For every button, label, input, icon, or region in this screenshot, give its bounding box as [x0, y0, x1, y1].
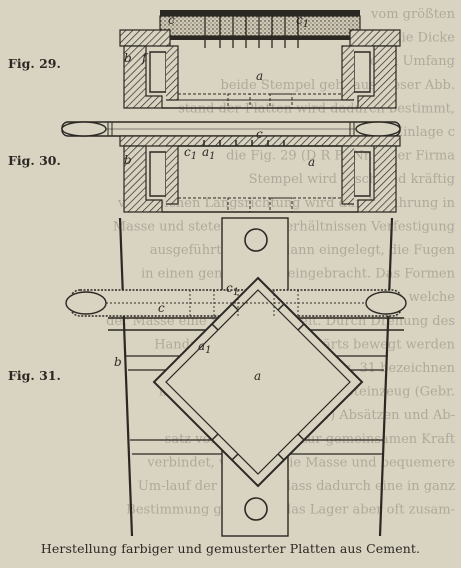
- fig29-right-flange: [349, 29, 401, 47]
- fig29-insert-bar: [160, 36, 360, 40]
- fig31-left-handle: [65, 291, 107, 315]
- fig31-top-hole: [244, 228, 268, 252]
- fig30-label-a1: a1: [202, 145, 216, 162]
- bleed-through-line: Bestimmung geradezu, das Lager aber oft …: [126, 503, 455, 518]
- fig29-label-c1: c1: [296, 13, 309, 30]
- fig29-label-f: f: [141, 51, 149, 65]
- fig30-left-handle: [61, 121, 107, 137]
- bleed-through-line: verbindet, während die Masse und bequeme…: [146, 455, 455, 470]
- fig30-label-b: b: [124, 153, 132, 167]
- fig31-label-b: b: [114, 355, 122, 369]
- fig31-right-rail: [378, 217, 394, 537]
- fig31-right-handle: [365, 291, 407, 315]
- fig29-top-cap: [160, 10, 360, 16]
- fig29-label-b: b: [124, 51, 132, 65]
- fig30-title: Fig. 30.: [8, 153, 61, 168]
- fig29-stamp-fill: [159, 15, 361, 37]
- fig30-label-c: c: [256, 127, 263, 141]
- bleed-through-line: vom größten: [370, 7, 456, 22]
- fig29-label-c: c: [168, 13, 175, 27]
- fig29-drawing: [119, 10, 401, 109]
- fig31-left-rail: [118, 217, 134, 537]
- fig31-label-c: c: [158, 301, 165, 315]
- fig31-title: Fig. 31.: [8, 368, 61, 383]
- fig30-left-wall: [123, 145, 163, 213]
- fig31-label-c1: c1: [226, 281, 239, 298]
- fig31-bottom-hole: [244, 497, 268, 521]
- bleed-through-line: Um-lauf der Form, so dass dadurch eine i…: [138, 479, 455, 494]
- bleed-through-line: stand der Platten wird dadurch bestimmt,: [178, 101, 455, 116]
- bleed-through-line: in einen genau Werks eingebracht. Das Fo…: [141, 267, 456, 282]
- fig31-label-a: a: [254, 369, 261, 383]
- figure-caption: Herstellung farbiger und gemusterter Pla…: [40, 541, 421, 556]
- fig30-label-a: a: [308, 155, 315, 169]
- fig31-inner-diamond: [165, 289, 351, 475]
- bleed-through-line: die Dicke: [393, 31, 455, 46]
- bleed-through-line: die Fig. 29 (D R P) Nr. 6 der Firma: [226, 149, 455, 164]
- bleed-through-line: ausgeführt, so dass dann eingelegt, die …: [150, 243, 456, 258]
- fig29-left-flange: [119, 29, 171, 47]
- fig30-drawing: [61, 121, 401, 213]
- fig29-left-wall: [123, 45, 163, 109]
- fig30-right-handle: [355, 121, 401, 137]
- fig31-outer-diamond: [152, 276, 364, 488]
- fig29-label-a: a: [256, 69, 263, 83]
- fig30-label-c1: c1: [184, 145, 197, 162]
- fig31-label-a1: a1: [198, 339, 212, 356]
- fig29-title: Fig. 29.: [8, 56, 61, 71]
- fig31-drawing: [65, 217, 407, 537]
